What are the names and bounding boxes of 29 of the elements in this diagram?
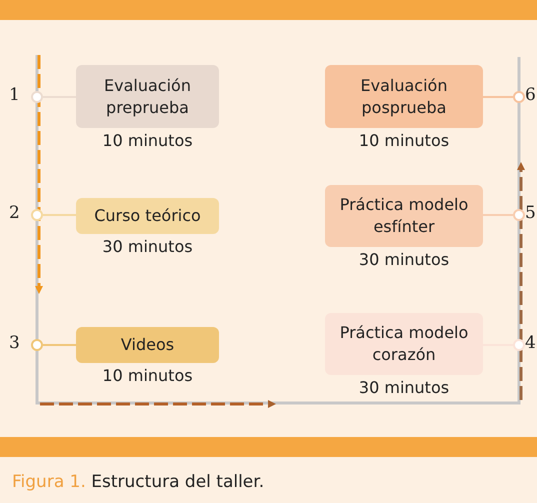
step-number: 2 [9, 203, 20, 223]
connector-line [483, 214, 513, 216]
circle-marker [31, 209, 43, 221]
circle-marker [31, 91, 43, 103]
duration-label: 10 minutos [358, 131, 450, 150]
duration-label: 30 minutos [101, 237, 194, 256]
step-box: Práctica modelo esfínter [325, 185, 483, 247]
step-box: Evaluación preprueba [76, 65, 219, 128]
step-number: 4 [525, 333, 536, 353]
step-box: Curso teórico [76, 198, 219, 234]
circle-marker [513, 209, 525, 221]
circle-marker [513, 339, 525, 351]
duration-label: 10 minutos [101, 131, 194, 150]
duration-label: 10 minutos [101, 366, 194, 385]
connector-line [43, 214, 76, 216]
connector-line [483, 96, 513, 98]
figure-caption: Figura 1. Estructura del taller. [12, 472, 264, 492]
duration-label: 30 minutos [358, 378, 450, 397]
step-number: 6 [525, 85, 536, 105]
circle-marker [31, 339, 43, 351]
circle-marker [513, 91, 525, 103]
step-box: Evaluación posprueba [325, 65, 483, 128]
step-box: Videos [76, 327, 219, 363]
step-number: 1 [9, 85, 20, 105]
step-box: Práctica modelo corazón [325, 313, 483, 375]
step-number: 3 [9, 333, 20, 353]
duration-label: 30 minutos [358, 250, 450, 269]
connector-line [43, 344, 76, 346]
step-number: 5 [525, 203, 536, 223]
